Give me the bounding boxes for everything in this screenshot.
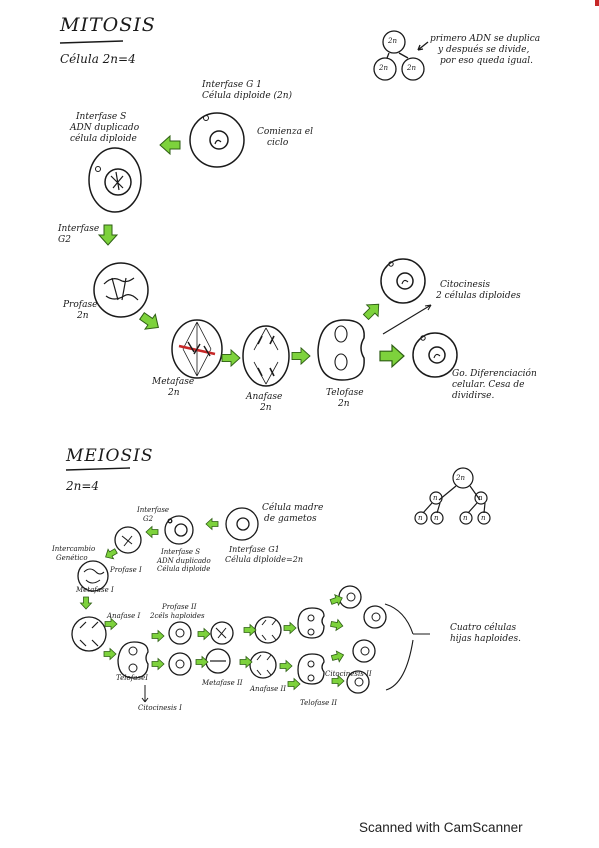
m-cell-telofase2 [297,653,325,685]
scanner-watermark: Scanned with CamScanner [359,820,523,835]
m-cell-profase1 [77,560,109,592]
note-circle-right [401,57,425,81]
cell-telofase [317,319,365,381]
cell-g1 [189,112,245,168]
m-cell-telofase1 [117,641,149,679]
cell-s-nucleus [104,168,132,196]
meiosis-subtitle: 2n=4 [66,479,100,493]
mitosis-title-underline [59,40,124,44]
cell-s [88,147,142,213]
ploidy-tree [414,467,491,525]
meiosis-cells [71,507,430,703]
m-cell-daughter-2 [363,605,387,629]
mitosis-title: MITOSIS [60,14,156,36]
m-cell-daughter-1 [338,585,362,609]
note-label-right: 2n [407,64,416,72]
m-label-telofase1: TelofaseI [116,674,148,682]
m-label-telofase2: Telofase II [300,699,337,707]
corner-mark [595,0,599,6]
m-cell-anafase1 [71,616,107,652]
tree-label-rr: n [481,514,486,522]
tree-label-lr: n [434,514,439,522]
tree-label-l: n [433,494,438,502]
m-label-profase1: Profase I [110,566,142,574]
m-cell-anafase2-b [254,616,282,644]
note-label-top: 2n [388,37,397,45]
cell-daughter-bottom [412,332,458,378]
tree-label-r: n [478,494,483,502]
m-label-citocinesis1: Citocinesis I [138,704,182,712]
m-label-anafase1: Anafase I [107,612,141,620]
m-cell-telofase2-b [297,607,325,639]
m-cell-daughter-4 [346,670,370,694]
m-cell-daughter-3 [352,639,376,663]
tree-label-ll: n [418,514,423,522]
m-cell-cito1-b [168,621,192,645]
note-circle-left [373,57,397,81]
mitosis-cells [88,112,458,387]
m-label-citocinesis2: Citocinesis II [325,670,372,678]
tree-label-root: 2n [456,474,465,482]
m-cell-anafase2 [249,651,277,679]
cell-g1-nucleus [209,130,229,150]
m-cell-g2 [164,515,194,545]
cell-metafase [171,319,223,379]
m-cell-profase2 [210,621,234,645]
m-label-metafase2: Metafase II [202,679,243,687]
tree-label-rl: n [463,514,468,522]
m-cell-cito1-a [168,652,192,676]
cell-profase [93,262,149,318]
note-circle-top [382,30,406,54]
mitosis-subtitle: Célula 2n=4 [60,52,136,66]
cell-daughter-top [380,258,426,304]
m-label-anafase2: Anafase II [250,685,286,693]
note-label-left: 2n [379,64,388,72]
ploidy-note-diagram [373,30,429,81]
cell-anafase [242,325,290,387]
m-label-metafase1: Metafase I [76,586,114,594]
m-cell-madre [225,507,259,541]
meiosis-title-underline [65,467,131,471]
meiosis-title: MEIOSIS [66,446,154,466]
meiosis-arrows [80,518,346,690]
m-cell-s [114,526,142,554]
